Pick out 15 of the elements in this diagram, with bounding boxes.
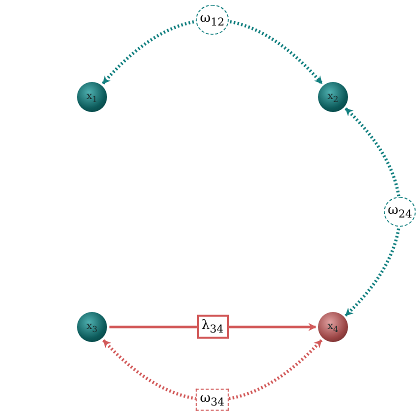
edge-label: λ$_{34}$: [196, 314, 229, 340]
sphere-node: [318, 312, 348, 342]
arrow: [102, 18, 324, 85]
sphere-node: [77, 312, 107, 342]
arrow: [102, 339, 323, 402]
edge-label: ω$_{12}$: [196, 4, 228, 36]
node-label: x$_{3}$: [86, 320, 98, 334]
node-label: x$_{4}$: [328, 320, 338, 334]
edge-label: ω$_{24}$: [384, 196, 416, 228]
sphere-node: [77, 82, 107, 112]
node-label: x$_{2}$: [328, 90, 338, 104]
edge-label: ω$_{34}$: [196, 388, 228, 412]
node-label: x$_{1}$: [86, 90, 98, 104]
arrow: [344, 107, 402, 317]
sphere-node: [318, 82, 348, 112]
